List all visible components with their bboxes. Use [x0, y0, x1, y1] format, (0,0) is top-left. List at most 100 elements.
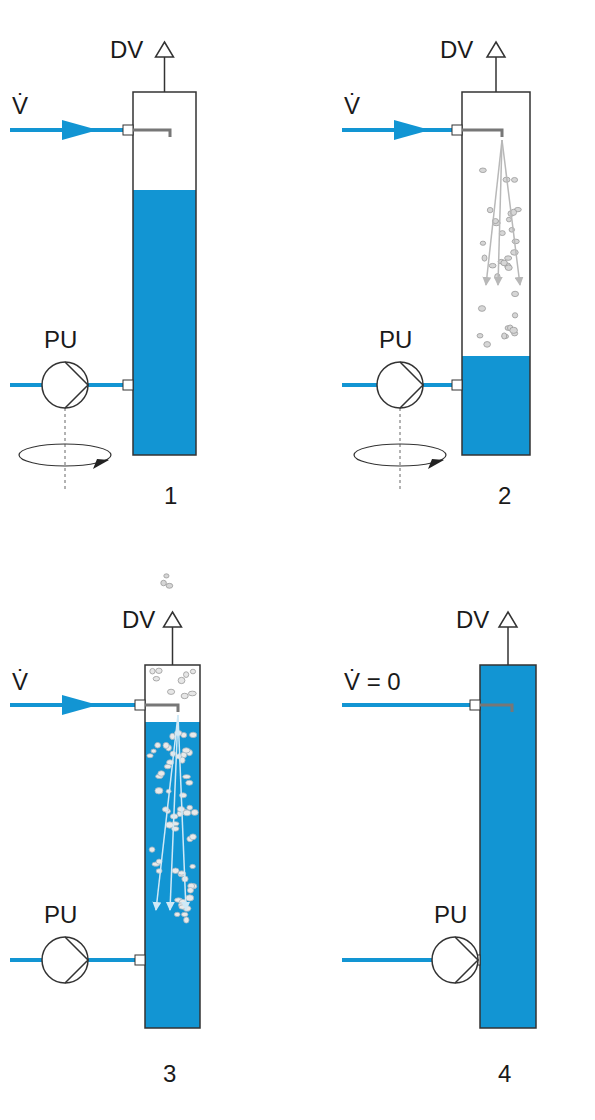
- flow-label: V̇ = 0: [344, 668, 401, 697]
- bubble: [186, 895, 194, 901]
- bubble: [512, 239, 519, 244]
- port: [123, 125, 133, 135]
- port: [135, 700, 145, 710]
- column-panel: [342, 612, 536, 1028]
- bubble: [163, 742, 169, 748]
- vent-valve: [164, 612, 182, 627]
- bubble: [191, 809, 198, 815]
- bubble: [164, 764, 171, 769]
- spray-arrow: [178, 715, 186, 910]
- rotation-arrow: [93, 459, 109, 469]
- pump-symbol: [42, 362, 88, 408]
- bubble: [502, 333, 507, 339]
- bubble: [511, 250, 519, 256]
- step-number: 2: [498, 482, 511, 511]
- pump-symbol-lines: [455, 937, 478, 983]
- column-panel: [10, 42, 196, 490]
- column-body: [133, 92, 196, 455]
- vent-stem: [164, 57, 166, 92]
- bubble: [155, 788, 163, 794]
- bubble: [150, 668, 155, 674]
- spray-nozzle: [480, 705, 512, 712]
- vent-stem: [495, 57, 497, 92]
- step-number: 4: [498, 1060, 511, 1089]
- vent-stem: [172, 627, 174, 665]
- vent-stem: [507, 627, 509, 665]
- step-number: 1: [164, 482, 177, 511]
- port: [135, 955, 145, 965]
- pump-label: PU: [434, 901, 467, 930]
- bubble: [183, 810, 191, 816]
- spray-arrow: [486, 140, 502, 285]
- column-panel: [10, 574, 200, 1028]
- bubble: [186, 780, 193, 785]
- spray-nozzle: [145, 705, 178, 712]
- shaft-axis: [400, 408, 401, 490]
- valve-label: DV: [110, 36, 143, 65]
- flow-label: V̇: [12, 668, 28, 697]
- bubble: [147, 754, 153, 758]
- bubble: [158, 771, 165, 777]
- vent-valve: [499, 612, 517, 627]
- spray-arrow: [156, 715, 178, 910]
- column-body: [462, 92, 530, 455]
- pump-label: PU: [44, 901, 77, 930]
- bubble: [155, 742, 161, 748]
- port: [452, 125, 462, 135]
- bubble: [181, 912, 187, 916]
- port: [452, 380, 462, 390]
- water: [133, 190, 196, 455]
- bubble: [484, 342, 491, 348]
- bubble: [512, 313, 517, 318]
- bubble: [183, 775, 191, 779]
- port: [123, 380, 133, 390]
- water: [480, 665, 536, 1028]
- pump-symbol: [42, 937, 88, 983]
- bubble: [174, 912, 180, 916]
- bubble: [489, 263, 496, 268]
- bubble: [151, 749, 156, 753]
- bubble: [156, 668, 162, 673]
- bubble: [495, 274, 500, 280]
- bubble: [182, 748, 190, 753]
- spray-arrow: [170, 715, 178, 910]
- valve-label: DV: [440, 36, 473, 65]
- vent-valve: [156, 42, 174, 57]
- flow-arrow: [62, 120, 98, 140]
- pump-symbol: [377, 362, 423, 408]
- pump-symbol: [432, 937, 478, 983]
- bubble: [479, 168, 486, 173]
- bubble: [511, 177, 517, 182]
- bubble: [510, 327, 518, 333]
- spray-arrow: [502, 140, 520, 285]
- pump-label: PU: [379, 326, 412, 355]
- column-body: [480, 665, 536, 1028]
- pump-symbol-lines: [400, 362, 423, 408]
- bubble: [480, 241, 485, 245]
- bubble: [505, 256, 512, 261]
- vent-valve: [487, 42, 505, 57]
- bubble: [166, 583, 173, 588]
- pump-symbol-lines: [65, 362, 88, 408]
- bubble: [161, 580, 167, 586]
- column-outline: [133, 92, 196, 455]
- bubble: [190, 669, 195, 674]
- inlet-pipe: [342, 703, 470, 707]
- bubble: [166, 822, 174, 828]
- bubble: [477, 333, 483, 338]
- pump-symbol-lines: [65, 937, 88, 983]
- column-outline: [145, 665, 200, 1028]
- bubble: [164, 574, 169, 578]
- bubble: [178, 677, 185, 683]
- spray-nozzle: [462, 130, 502, 137]
- spray-nozzle: [133, 130, 170, 137]
- bubble: [505, 265, 512, 271]
- flow-label: V̇: [12, 92, 28, 121]
- bubble: [149, 847, 155, 852]
- bubble: [478, 306, 485, 312]
- step-number: 3: [163, 1060, 176, 1089]
- bubble: [184, 917, 189, 923]
- bubble: [190, 834, 197, 840]
